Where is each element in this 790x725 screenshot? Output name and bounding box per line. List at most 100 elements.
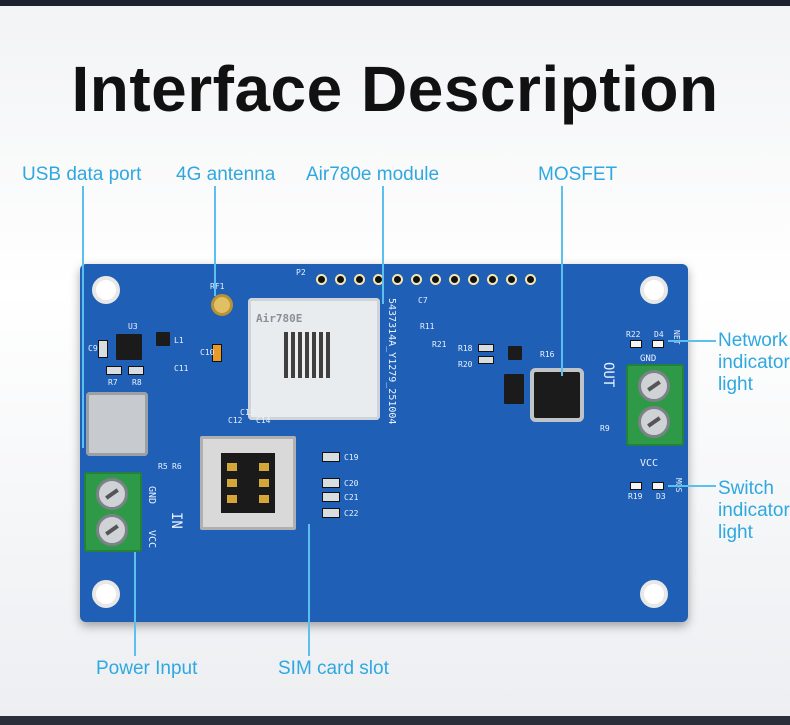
module-brand: Air780E [256,312,303,325]
silk-l1: L1 [174,336,184,345]
silk-r7: R7 [108,378,118,387]
module-qr-code [284,332,330,378]
chip-q [508,346,522,360]
header-pin [411,274,422,285]
header-pin [506,274,517,285]
air780e-module: Air780E [248,298,380,420]
leader-network [668,340,716,342]
chip-l1 [156,332,170,346]
mount-hole [92,580,120,608]
page-title: Interface Description [71,53,719,125]
silk-c14: C14 [256,416,271,425]
silk-r11: R11 [420,322,435,331]
silk-c21: C21 [344,493,359,502]
silk-c20: C20 [344,479,359,488]
mount-hole [640,276,668,304]
label-switch-indicator: Switch indicator light [718,478,790,544]
sim-card-slot [200,436,296,530]
silk-net: NET [672,330,681,345]
sim-contact [259,463,269,471]
label-network-line2: indicator [718,352,790,373]
silk-r16: R16 [540,350,555,359]
sim-slot-body [221,453,275,513]
label-switch-line3: light [718,522,753,543]
silk-p2: P2 [296,268,306,277]
switch-led [652,482,664,490]
silk-c12: C12 [228,416,243,425]
silk-r19: R19 [628,492,643,501]
terminal-screw [96,478,128,510]
silk-in: IN [168,512,184,529]
header-pin [487,274,498,285]
network-led [652,340,664,348]
label-mosfet: MOSFET [538,164,618,185]
resistor-r18 [478,344,494,352]
silk-c19: C19 [344,453,359,462]
sim-contact [227,463,237,471]
terminal-screw [96,514,128,546]
header-pin [316,274,327,285]
capacitor-c10 [212,344,222,362]
leader-sim [308,524,310,656]
mosfet [534,372,580,418]
sim-contact [259,495,269,503]
leader-usb [82,186,84,448]
sim-contact [227,495,237,503]
silk-r5: R5 [158,462,168,471]
header-pin [392,274,403,285]
header-pin [430,274,441,285]
switch-led-resistor [630,482,642,490]
leader-switch [668,485,716,487]
label-usb-data-port: USB data port [22,164,142,185]
label-4g-antenna: 4G antenna [176,164,276,185]
silk-d4: D4 [654,330,664,339]
label-switch-line2: indicator [718,500,790,521]
chip-u3 [116,334,142,360]
silk-out: OUT [600,362,616,388]
leader-module [382,186,384,304]
terminal-screw [638,370,670,402]
usb-c-port [86,392,148,456]
sim-contact [259,479,269,487]
silk-r18: R18 [458,344,473,353]
silk-c11: C11 [174,364,189,373]
silk-r8: R8 [132,378,142,387]
header-pin [525,274,536,285]
label-switch-line1: Switch [718,478,774,499]
label-air780e-module: Air780e module [306,164,440,185]
capacitor-c9 [98,340,108,358]
silk-vcc: VCC [640,458,659,469]
module-serial: 5437314A_Y1279_251004 [386,298,397,425]
leader-antenna [214,186,216,296]
silk-r21: R21 [432,340,447,349]
antenna-connector [211,294,233,316]
pcb-board [80,264,688,622]
label-network-indicator: Network indicator light [718,330,790,396]
capacitor-c20 [322,478,340,488]
silk-r22: R22 [626,330,641,339]
terminal-screw [638,406,670,438]
top-bar [0,0,790,6]
silk-r20: R20 [458,360,473,369]
resistor-r20 [478,356,494,364]
capacitor-c19 [322,452,340,462]
silk-c7: C7 [418,296,428,305]
capacitor-c21 [322,492,340,502]
header-pin [449,274,460,285]
capacitor-c22 [322,508,340,518]
resistor-r7 [106,366,122,375]
silk-vcc-in: VCC [146,530,157,549]
silk-rf1: RF1 [210,282,225,291]
silk-u3: U3 [128,322,138,331]
header-pin [354,274,365,285]
network-led-resistor [630,340,642,348]
label-network-line3: light [718,374,753,395]
resistor-r8 [128,366,144,375]
mount-hole [92,276,120,304]
output-terminal [626,364,684,446]
label-network-line1: Network [718,330,788,351]
silk-c22: C22 [344,509,359,518]
silk-c13: C13 [240,408,255,417]
silk-c10: C10 [200,348,215,357]
label-sim-card-slot: SIM card slot [278,658,389,679]
